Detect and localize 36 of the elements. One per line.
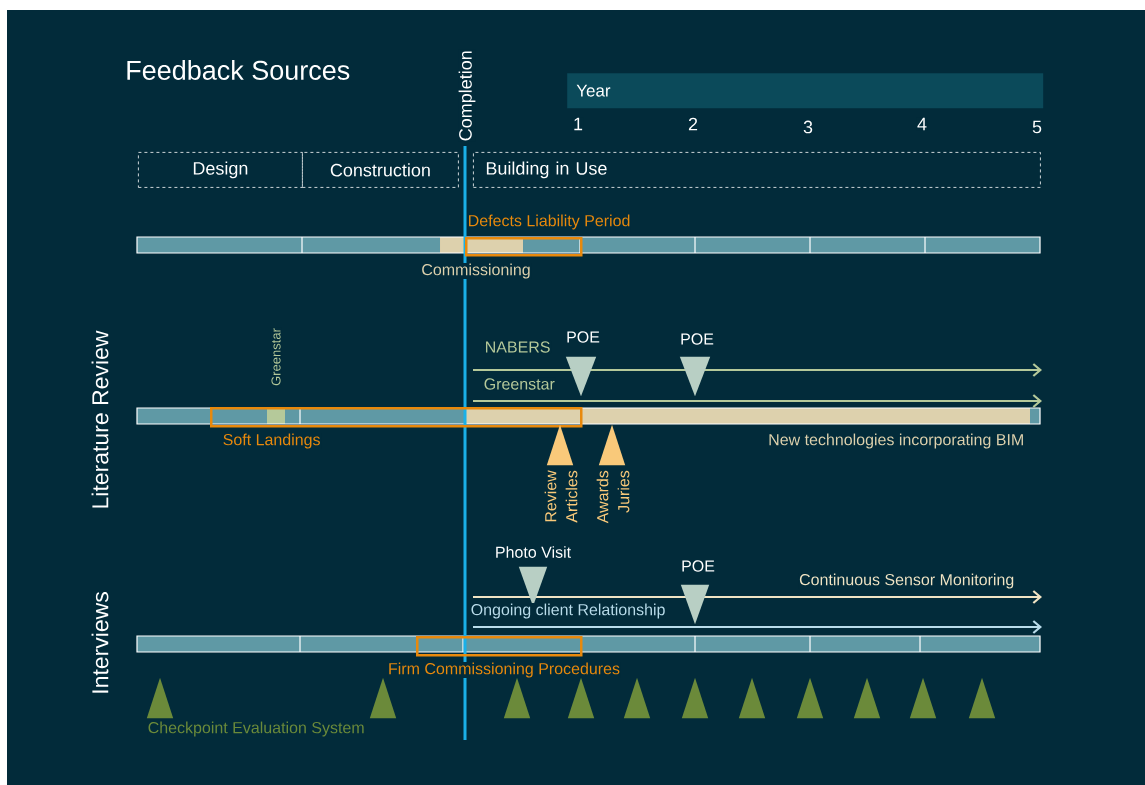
year-number: 1 xyxy=(572,117,584,131)
checkpoint-triangle xyxy=(968,677,996,719)
year-number: 4 xyxy=(916,117,928,131)
checkpoint-triangle xyxy=(503,677,531,719)
phase-box: Construction xyxy=(302,152,459,188)
phase-box: Building in Use xyxy=(473,152,1041,188)
highlight-box: Soft Landings xyxy=(210,407,583,449)
checkpoint-triangle xyxy=(567,677,595,719)
row-heading: Literature Review xyxy=(91,330,109,510)
checkpoint-triangle xyxy=(369,677,397,719)
bar-label: New technologies incorporating BIM xyxy=(767,433,1025,449)
node-label: Firm Commissioning Procedures xyxy=(389,662,620,678)
milestone-label: Completion xyxy=(458,49,476,142)
arrow-label: Continuous Sensor Monitoring xyxy=(798,573,1015,589)
checkpoint-triangle xyxy=(796,677,824,719)
bar-label: Commissioning xyxy=(420,263,532,279)
row-heading: Interviews xyxy=(91,590,109,696)
bar-label: Greenstar xyxy=(270,327,282,387)
highlight-box: Firm Commissioning Procedures xyxy=(387,636,621,678)
node-label: Defects Liability Period xyxy=(469,214,630,230)
checkpoint-triangle xyxy=(623,677,651,719)
highlight-box: Defects Liability Period xyxy=(465,214,631,257)
row-label: Checkpoint Evaluation System xyxy=(147,721,366,737)
checkpoint-triangle xyxy=(909,677,937,719)
phase-box: Design xyxy=(138,152,303,188)
year-band: Year xyxy=(567,73,1044,109)
node-label: Soft Landings xyxy=(223,433,320,449)
year-number: 2 xyxy=(687,117,699,131)
checkpoint-triangle xyxy=(146,677,174,719)
arrow-label: Ongoing client Relationship xyxy=(470,603,666,619)
year-number: 3 xyxy=(802,120,814,134)
checkpoint-triangle xyxy=(681,677,709,719)
checkpoint-triangle xyxy=(738,677,766,719)
checkpoint-triangle xyxy=(853,677,881,719)
year-number: 5 xyxy=(1031,120,1043,134)
title: Feedback Sources xyxy=(127,60,350,80)
